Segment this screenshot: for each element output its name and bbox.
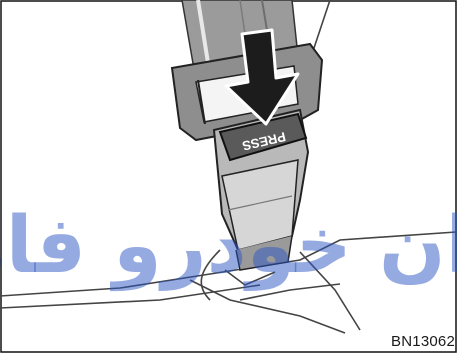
figure-reference-code: BN13062 — [391, 333, 455, 350]
watermark-text: ایران خودرو فارس — [0, 201, 457, 291]
